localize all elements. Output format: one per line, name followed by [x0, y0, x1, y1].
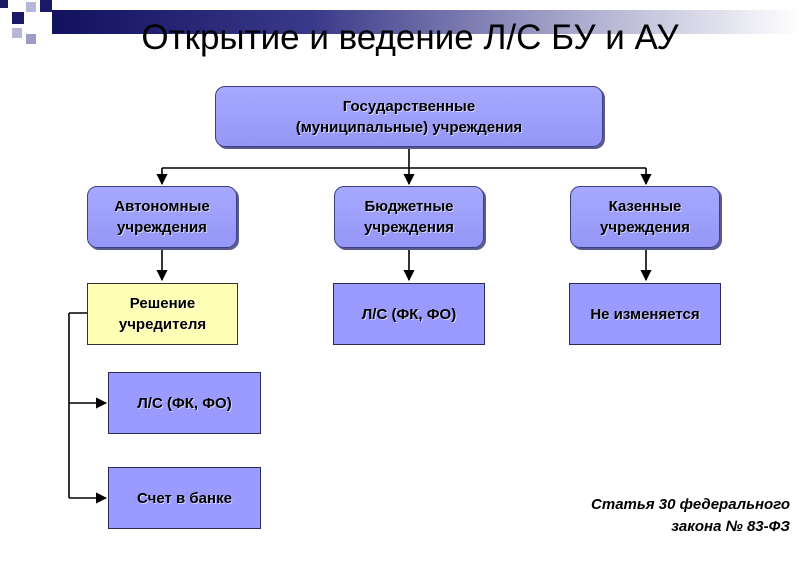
page-title: Открытие и ведение Л/С БУ и АУ	[141, 18, 679, 57]
node-label: Л/С (ФК, ФО)	[361, 305, 457, 323]
decor-square	[12, 28, 22, 38]
node-label: Государственные (муниципальные) учрежден…	[295, 97, 523, 136]
decor-square	[12, 12, 24, 24]
decor-square	[26, 2, 36, 12]
node-label: Не изменяется	[590, 305, 700, 323]
node-label: Бюджетные учреждения	[364, 198, 454, 236]
node-state-municipal-institutions: Государственные (муниципальные) учрежден…	[215, 86, 603, 147]
decor-square	[26, 34, 36, 44]
node-budget-personal-account: Л/С (ФК, ФО)	[333, 283, 485, 345]
node-label: Автономные учреждения	[114, 198, 210, 236]
footnote-line: Статья 30 федерального	[591, 496, 790, 513]
node-state-institutions: Казенные учреждения	[570, 186, 720, 248]
node-autonomous-institutions: Автономные учреждения	[87, 186, 237, 248]
node-label: Решение учредителя	[118, 295, 207, 333]
node-bank-account: Счет в банке	[108, 467, 261, 529]
node-label: Счет в банке	[137, 489, 232, 507]
footnote: Статья 30 федерального закона № 83-ФЗ	[591, 494, 790, 538]
node-founder-decision: Решение учредителя	[87, 283, 238, 345]
footnote-line: закона № 83-ФЗ	[671, 518, 790, 535]
node-personal-account: Л/С (ФК, ФО)	[108, 372, 261, 434]
node-label: Казенные учреждения	[600, 198, 690, 236]
decor-square	[40, 0, 52, 12]
decor-bar	[52, 10, 800, 34]
node-state-unchanged: Не изменяется	[569, 283, 721, 345]
node-budget-institutions: Бюджетные учреждения	[334, 186, 484, 248]
node-label: Л/С (ФК, ФО)	[137, 394, 232, 412]
decor-square	[0, 0, 8, 8]
